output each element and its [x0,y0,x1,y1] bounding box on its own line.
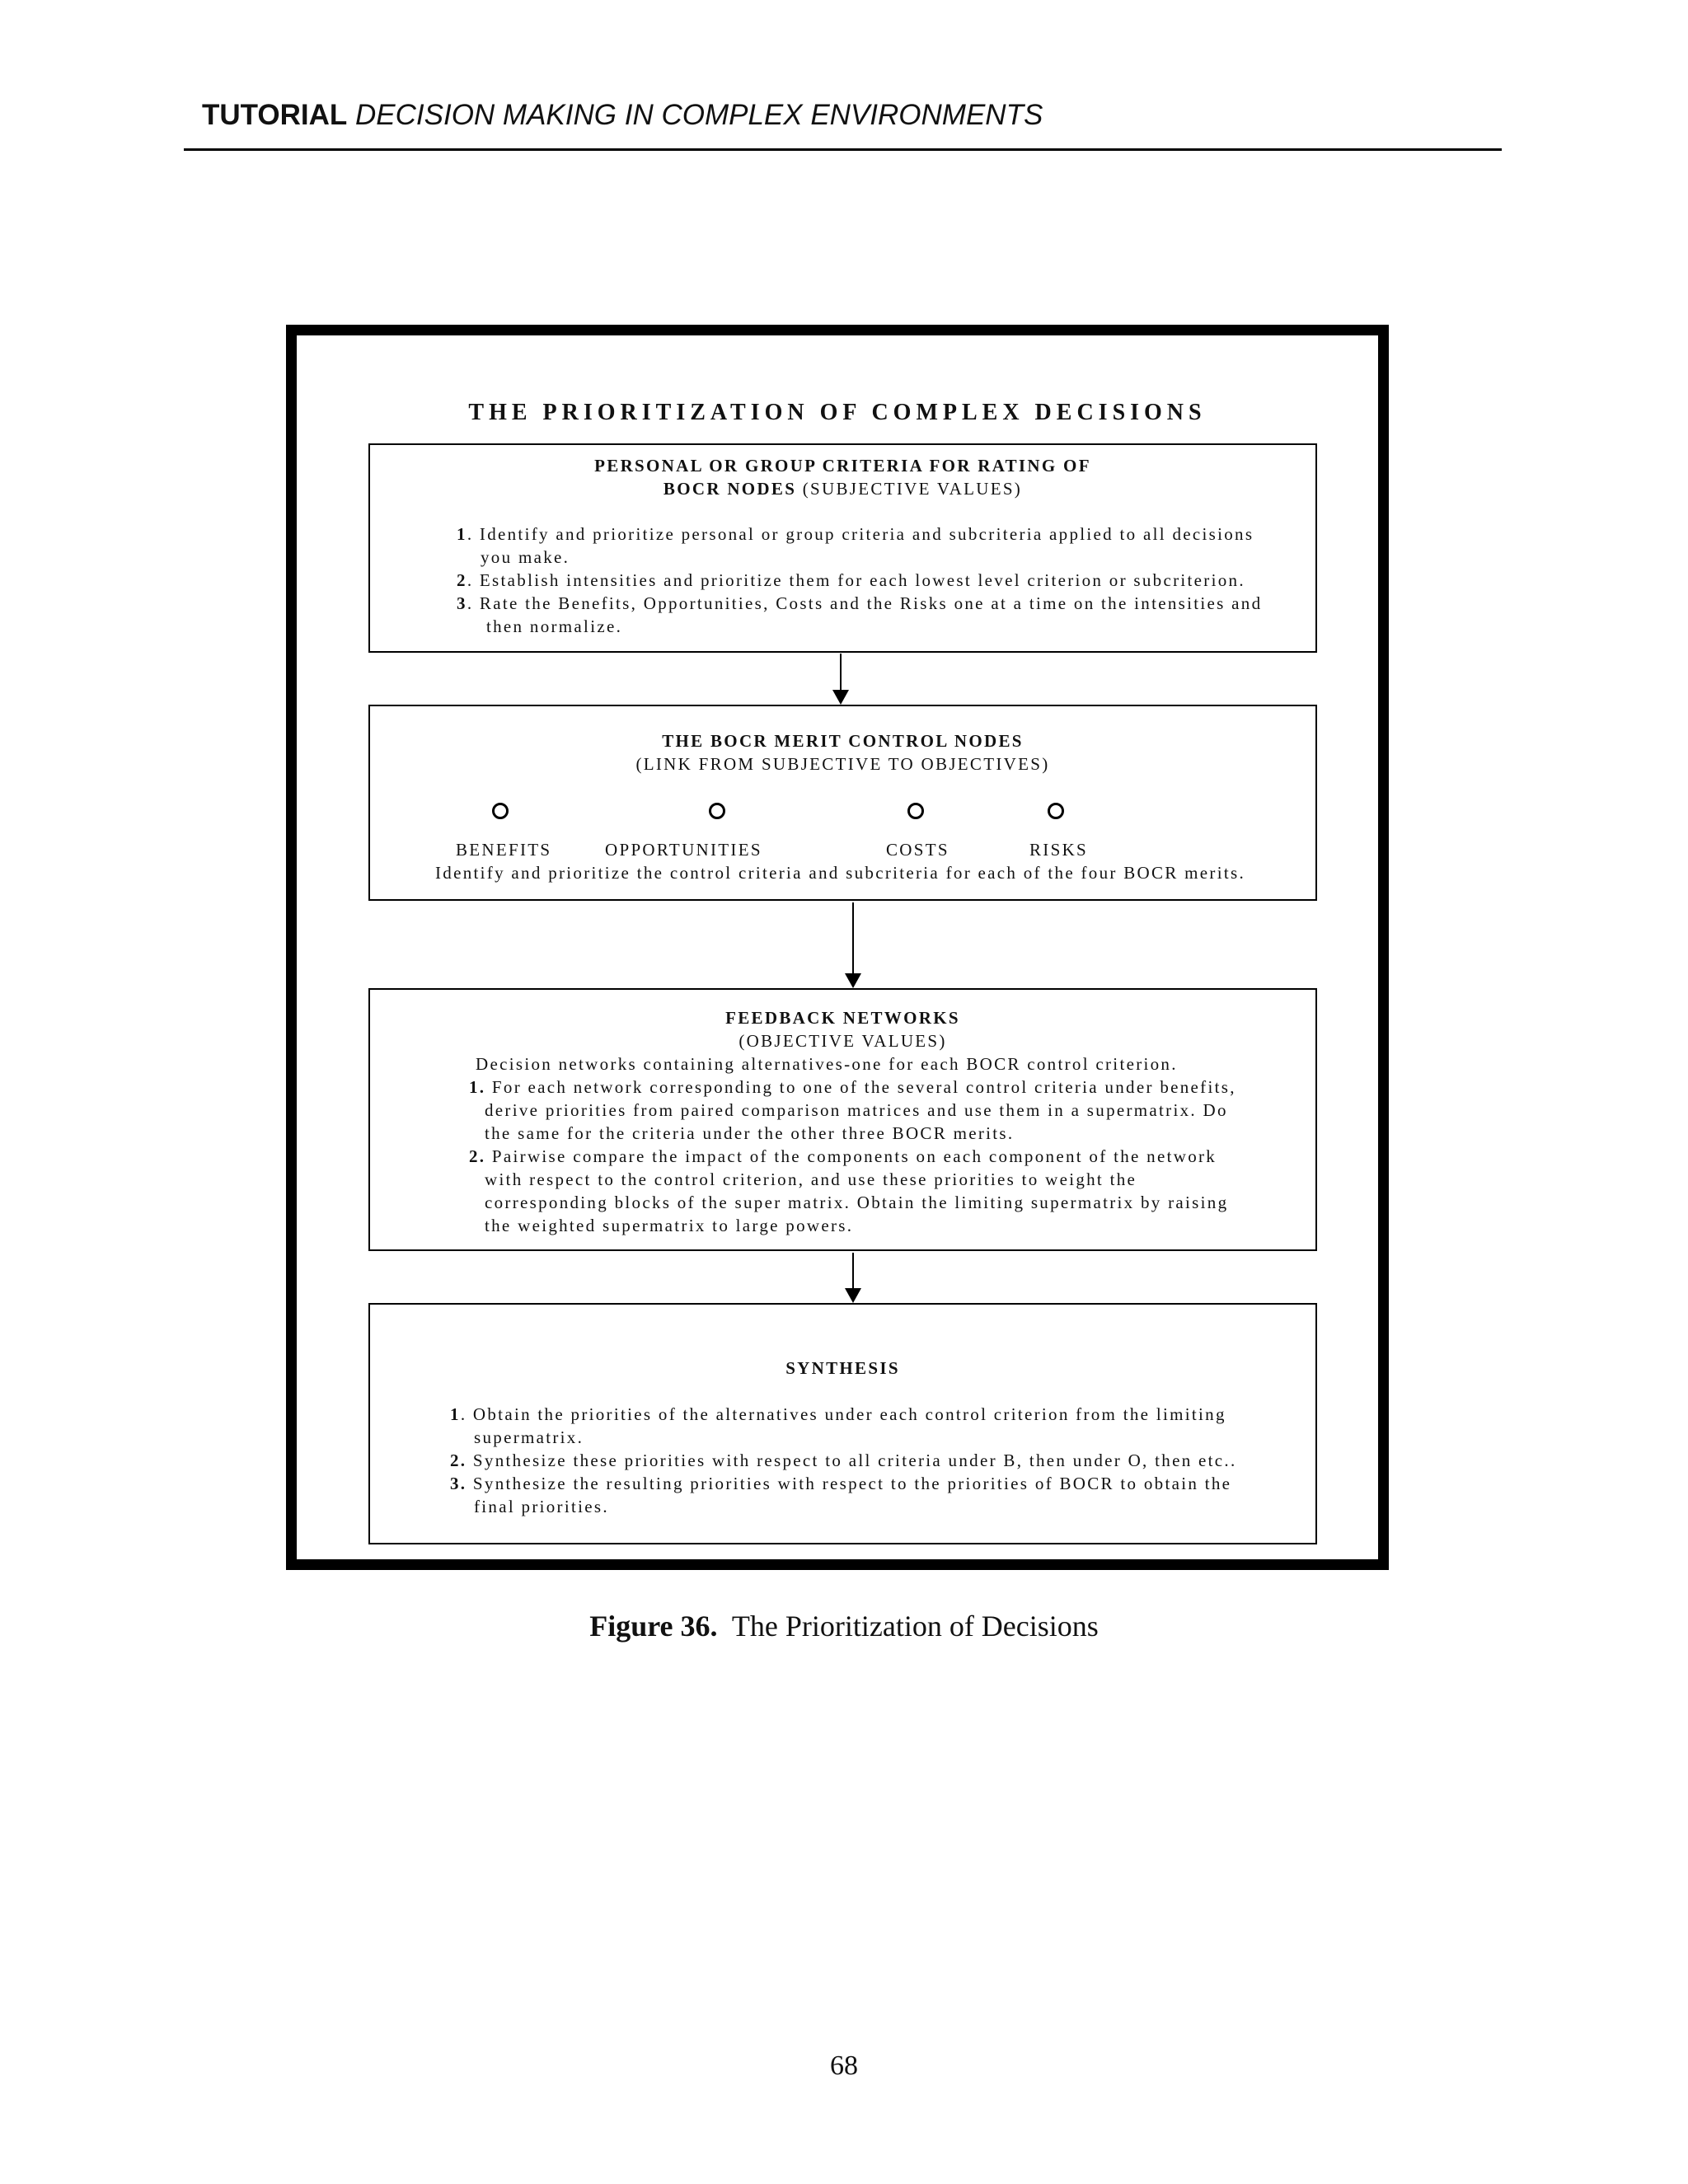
benefits-label: BENEFITS [456,840,552,860]
header-lead: TUTORIAL [202,99,348,131]
item-text-continued: derive priorities from paired comparison… [485,1100,1228,1120]
personal-criteria-box: PERSONAL OR GROUP CRITERIA FOR RATING OF… [368,443,1317,653]
figure-title: THE PRIORITIZATION OF COMPLEX DECISIONS [468,400,1207,425]
item-text-continued: with respect to the control criterion, a… [485,1169,1137,1189]
item-text: Synthesize these priorities with respect… [472,1451,1237,1470]
item-number: 1. [469,1077,486,1097]
list-item: 2. Establish intensities and prioritize … [457,570,1245,590]
item-text: Synthesize the resulting priorities with… [472,1474,1232,1493]
list-item: 1. Identify and prioritize personal or g… [457,524,1254,544]
item-text: Establish intensities and prioritize the… [479,570,1245,590]
item-number: 3 [457,593,467,613]
list-item: 1. For each network corresponding to one… [469,1076,1236,1099]
item-number: 1 [457,524,467,544]
item-text-continued: you make. [481,547,570,567]
item-text: Identify and prioritize personal or grou… [479,524,1254,544]
item-number: 2. [450,1451,467,1470]
flow-arrow [845,902,861,988]
feedback-intro: Decision networks containing alternative… [476,1054,1178,1074]
item-text-continued: supermatrix. [474,1427,584,1447]
item-text: Pairwise compare the impact of the compo… [491,1146,1217,1166]
personal-heading-bold: BOCR NODES [663,479,797,499]
item-text-continued: the weighted supermatrix to large powers… [485,1216,854,1235]
list-item: 1. Obtain the priorities of the alternat… [450,1404,1226,1424]
bocr-heading-line1: THE BOCR MERIT CONTROL NODES [662,731,1024,751]
costs-node-icon [907,803,924,819]
personal-heading-line2: BOCR NODES (SUBJECTIVE VALUES) [370,477,1315,500]
bocr-nodes: BENEFITS OPPORTUNITIES COSTS RISKS [370,706,1315,899]
risks-node-icon [1048,803,1064,819]
list-item: 3. Synthesize the resulting priorities w… [450,1472,1231,1495]
item-text-continued: final priorities. [474,1497,609,1516]
caption-label: Figure 36. [589,1610,718,1643]
item-text-continued: corresponding blocks of the super matrix… [485,1193,1229,1212]
risks-label: RISKS [1029,840,1089,860]
header-rule [184,148,1502,151]
item-text-continued: the same for the criteria under the othe… [485,1123,1015,1143]
item-number: 1 [450,1404,461,1424]
feedback-heading-line1: FEEDBACK NETWORKS [725,1008,960,1028]
opportunities-label: OPPORTUNITIES [605,840,762,860]
bocr-note: Identify and prioritize the control crit… [435,863,1246,883]
item-number: 3. [450,1474,467,1493]
item-text-continued: then normalize. [486,616,623,636]
flow-arrow [845,1253,861,1303]
bocr-control-nodes-box: THE BOCR MERIT CONTROL NODES (LINK FROM … [368,705,1317,901]
list-item: 2. Pairwise compare the impact of the co… [469,1145,1217,1168]
flow-arrow [832,654,849,705]
figure-frame [286,325,1389,1570]
opportunities-node-icon [709,803,725,819]
header-title: DECISION MAKING IN COMPLEX ENVIRONMENTS [347,99,1043,131]
figure-caption: Figure 36. The Prioritization of Decisio… [0,1609,1688,1643]
running-header: TUTORIAL DECISION MAKING IN COMPLEX ENVI… [202,97,1043,134]
item-text: Rate the Benefits, Opportunities, Costs … [479,593,1263,613]
item-number: 2. [469,1146,486,1166]
personal-heading-line1: PERSONAL OR GROUP CRITERIA FOR RATING OF [594,456,1091,476]
list-item: 3. Rate the Benefits, Opportunities, Cos… [457,593,1263,613]
benefits-node-icon [492,803,509,819]
costs-label: COSTS [886,840,950,860]
synthesis-box: SYNTHESIS 1. Obtain the priorities of th… [368,1303,1317,1544]
personal-heading-rest: (SUBJECTIVE VALUES) [796,479,1023,499]
bocr-heading-line2: (LINK FROM SUBJECTIVE TO OBJECTIVES) [635,754,1050,774]
feedback-networks-box: FEEDBACK NETWORKS (OBJECTIVE VALUES) Dec… [368,988,1317,1251]
caption-text: The Prioritization of Decisions [717,1610,1099,1643]
item-text: For each network corresponding to one of… [491,1077,1236,1097]
synthesis-heading: SYNTHESIS [785,1358,900,1378]
item-number: 2 [457,570,467,590]
feedback-heading-line2: (OBJECTIVE VALUES) [738,1031,947,1051]
list-item: 2. Synthesize these priorities with resp… [450,1449,1237,1472]
item-text: Obtain the priorities of the alternative… [472,1404,1226,1424]
page-number: 68 [830,2050,858,2081]
